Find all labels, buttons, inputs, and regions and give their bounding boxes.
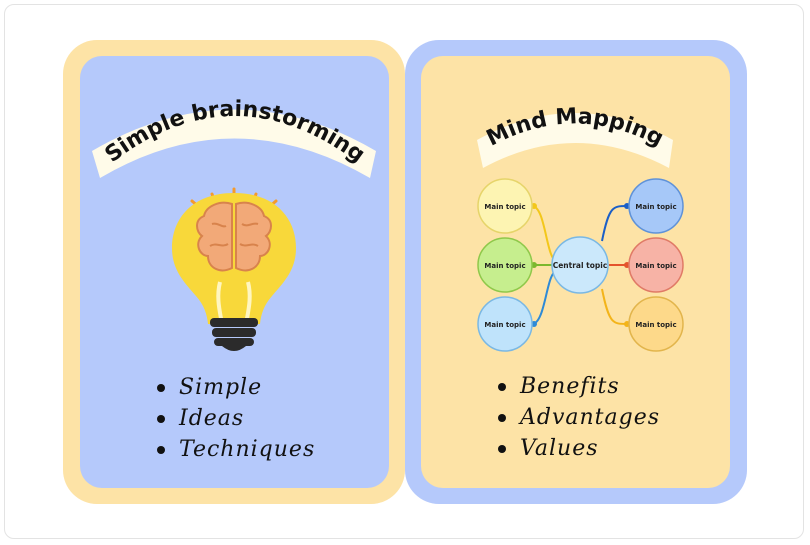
right-node-label: Main topic: [635, 262, 676, 270]
list-item: Ideas: [157, 403, 315, 434]
central-topic-label: Central topic: [553, 261, 608, 270]
mind-map-diagram: Main topic Main topic Main topic Central…: [477, 178, 684, 352]
title-banner: [477, 113, 673, 168]
mindmap-bullet-list: Benefits Advantages Values: [498, 371, 660, 464]
list-item: Techniques: [157, 434, 315, 465]
right-node-label: Main topic: [635, 203, 676, 211]
mindmap-art: Mind Mapping Main topic Main topic Main …: [477, 104, 684, 352]
left-node-label: Main topic: [484, 262, 525, 270]
list-item: Values: [498, 433, 660, 464]
brainstorming-art: Simple brainstorming: [92, 97, 376, 351]
right-node-label: Main topic: [635, 321, 676, 329]
lightbulb-brain-icon: [172, 187, 296, 351]
left-node-label: Main topic: [484, 321, 525, 329]
list-item: Simple: [157, 372, 315, 403]
list-item: Advantages: [498, 402, 660, 433]
left-node-label: Main topic: [484, 203, 525, 211]
list-item: Benefits: [498, 371, 660, 402]
title-banner: [92, 109, 376, 178]
brainstorming-bullet-list: Simple Ideas Techniques: [157, 372, 315, 465]
